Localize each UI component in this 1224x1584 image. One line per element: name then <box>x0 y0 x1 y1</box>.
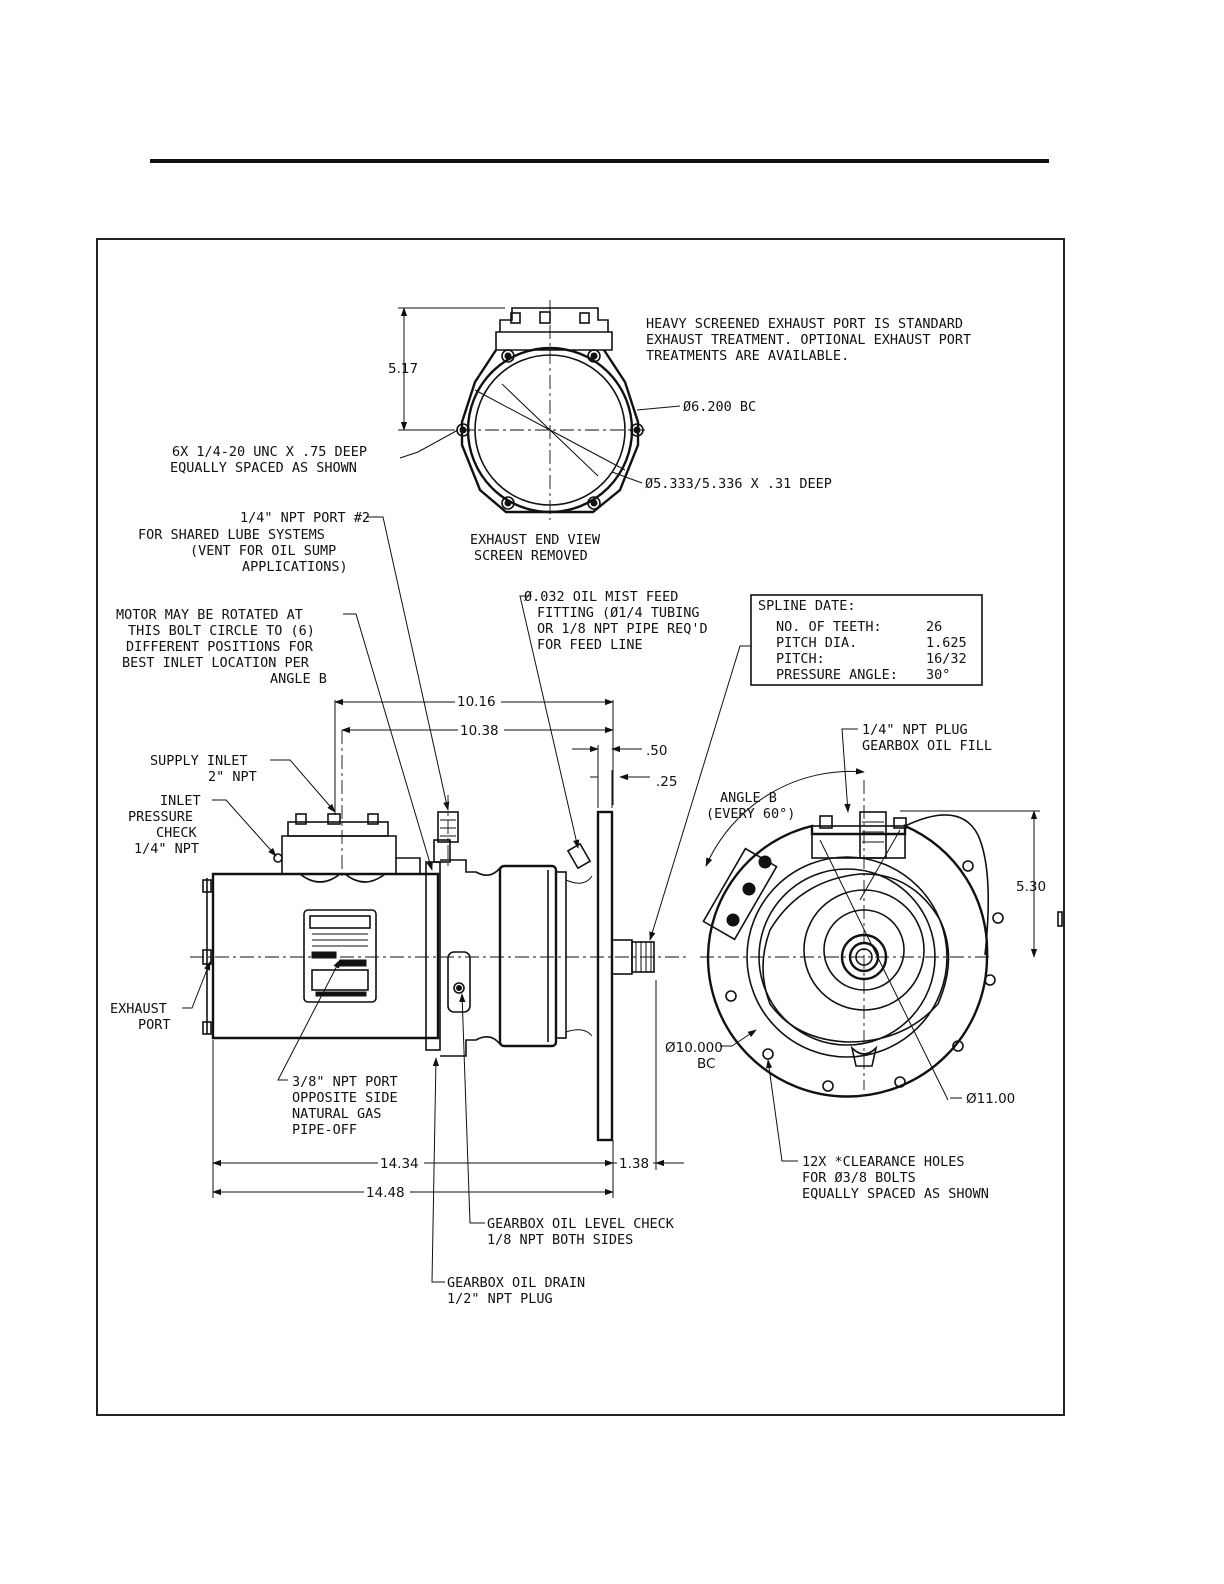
dim-025: .25 <box>656 774 677 790</box>
oil-mist-2: FITTING (Ø1/4 TUBING <box>537 605 700 621</box>
oil-mist-3: OR 1/8 NPT PIPE REQ'D <box>537 621 708 637</box>
oil-level-1: GEARBOX OIL LEVEL CHECK <box>487 1216 675 1232</box>
exhaust-port-1: EXHAUST <box>110 1001 167 1017</box>
spline-row-value: 1.625 <box>926 635 967 651</box>
clearance-2: FOR Ø3/8 BOLTS <box>802 1170 916 1186</box>
spline-row-label: PRESSURE ANGLE: <box>776 667 898 683</box>
tapped-holes-1: 6X 1/4-20 UNC X .75 DEEP <box>172 444 367 460</box>
exhaust-note: HEAVY SCREENED EXHAUST PORT IS STANDARD … <box>646 316 971 364</box>
spline-row-label: NO. OF TEETH: <box>776 619 882 635</box>
dim-14-34: 14.34 <box>380 1156 419 1172</box>
motor-rotate-1: MOTOR MAY BE ROTATED AT <box>116 607 303 623</box>
exhaust-note-3: TREATMENTS ARE AVAILABLE. <box>646 348 849 364</box>
caption-2: SCREEN REMOVED <box>474 548 588 564</box>
dim-1-38: 1.38 <box>619 1156 649 1172</box>
dim-10-38: 10.38 <box>460 723 499 739</box>
inlet-pressure-3: CHECK <box>156 825 198 841</box>
spline-title: SPLINE DATE: <box>758 598 856 614</box>
side-view <box>190 730 690 1142</box>
inlet-pressure-2: PRESSURE <box>128 809 193 825</box>
npt-port38-3: NATURAL GAS <box>292 1106 381 1122</box>
npt-port2-4: APPLICATIONS) <box>242 559 348 575</box>
bc-10-1: Ø10.000 <box>665 1040 723 1056</box>
tapped-holes-2: EQUALLY SPACED AS SHOWN <box>170 460 357 476</box>
spline-row-value: 16/32 <box>926 651 967 667</box>
inlet-pressure-1: INLET <box>160 793 201 809</box>
motor-rotate-2: THIS BOLT CIRCLE TO (6) <box>128 623 315 639</box>
inlet-pressure-4: 1/4" NPT <box>134 841 199 857</box>
motor-rotate-4: BEST INLET LOCATION PER <box>122 655 310 671</box>
spline-row-value: 30° <box>926 667 950 683</box>
oil-drain-1: GEARBOX OIL DRAIN <box>447 1275 585 1291</box>
exhaust-end-view: 5.17 Ø6.200 BC Ø5.333/5.336 X .31 DEEP 6… <box>170 300 832 564</box>
pilot-label: Ø5.333/5.336 X .31 DEEP <box>645 476 832 492</box>
clearance-3: EQUALLY SPACED AS SHOWN <box>802 1186 989 1202</box>
dia-11: Ø11.00 <box>966 1091 1015 1107</box>
header-rule <box>150 159 1049 163</box>
oil-drain-2: 1/2" NPT PLUG <box>447 1291 553 1307</box>
caption-1: EXHAUST END VIEW <box>470 532 601 548</box>
dim-5-30: 5.30 <box>1016 879 1046 895</box>
exhaust-note-1: HEAVY SCREENED EXHAUST PORT IS STANDARD <box>646 316 963 332</box>
npt-port2-3: (VENT FOR OIL SUMP <box>190 543 336 559</box>
side-dimensions: 10.16 10.38 .50 .25 14.34 1.38 14.48 <box>212 690 684 1201</box>
spline-row-label: PITCH DIA. <box>776 635 857 651</box>
exhaust-note-2: EXHAUST TREATMENT. OPTIONAL EXHAUST PORT <box>646 332 971 348</box>
plug-fill-1: 1/4" NPT PLUG <box>862 722 968 738</box>
oil-mist-4: FOR FEED LINE <box>537 637 643 653</box>
angle-b-2: (EVERY 60°) <box>706 806 795 822</box>
npt-port38-4: PIPE-OFF <box>292 1122 357 1138</box>
oil-level-2: 1/8 NPT BOTH SIDES <box>487 1232 633 1248</box>
npt-port2-1: 1/4" NPT PORT #2 <box>240 510 370 526</box>
output-callouts: 1/4" NPT PLUG GEARBOX OIL FILL ANGLE B (… <box>665 722 1015 1202</box>
dim-050: .50 <box>646 743 667 759</box>
drawing-frame <box>96 238 1065 1416</box>
spline-row-value: 26 <box>926 619 942 635</box>
angle-b-1: ANGLE B <box>720 790 777 806</box>
dim-14-48: 14.48 <box>366 1185 405 1201</box>
oil-mist-1: Ø.032 OIL MIST FEED <box>524 589 678 605</box>
plug-fill-2: GEARBOX OIL FILL <box>862 738 992 754</box>
supply-inlet-1: SUPPLY INLET <box>150 753 248 769</box>
side-callouts: 1/4" NPT PORT #2 FOR SHARED LUBE SYSTEMS… <box>110 510 708 1307</box>
clearance-1: 12X *CLEARANCE HOLES <box>802 1154 965 1170</box>
motor-rotate-3: DIFFERENT POSITIONS FOR <box>126 639 314 655</box>
spline-table: SPLINE DATE: NO. OF TEETH: 26 PITCH DIA.… <box>649 594 983 941</box>
npt-port38-2: OPPOSITE SIDE <box>292 1090 398 1106</box>
spline-row-label: PITCH: <box>776 651 825 667</box>
dim-10-16: 10.16 <box>457 694 496 710</box>
bolt-circle-label: Ø6.200 BC <box>683 399 756 415</box>
supply-inlet-2: 2" NPT <box>208 769 257 785</box>
npt-port2-2: FOR SHARED LUBE SYSTEMS <box>138 527 325 543</box>
exhaust-port-2: PORT <box>138 1017 171 1033</box>
bc-10-2: BC <box>697 1056 715 1072</box>
npt-port38-1: 3/8" NPT PORT <box>292 1074 398 1090</box>
motor-rotate-5: ANGLE B <box>270 671 327 687</box>
dim-5-17: 5.17 <box>388 361 418 377</box>
